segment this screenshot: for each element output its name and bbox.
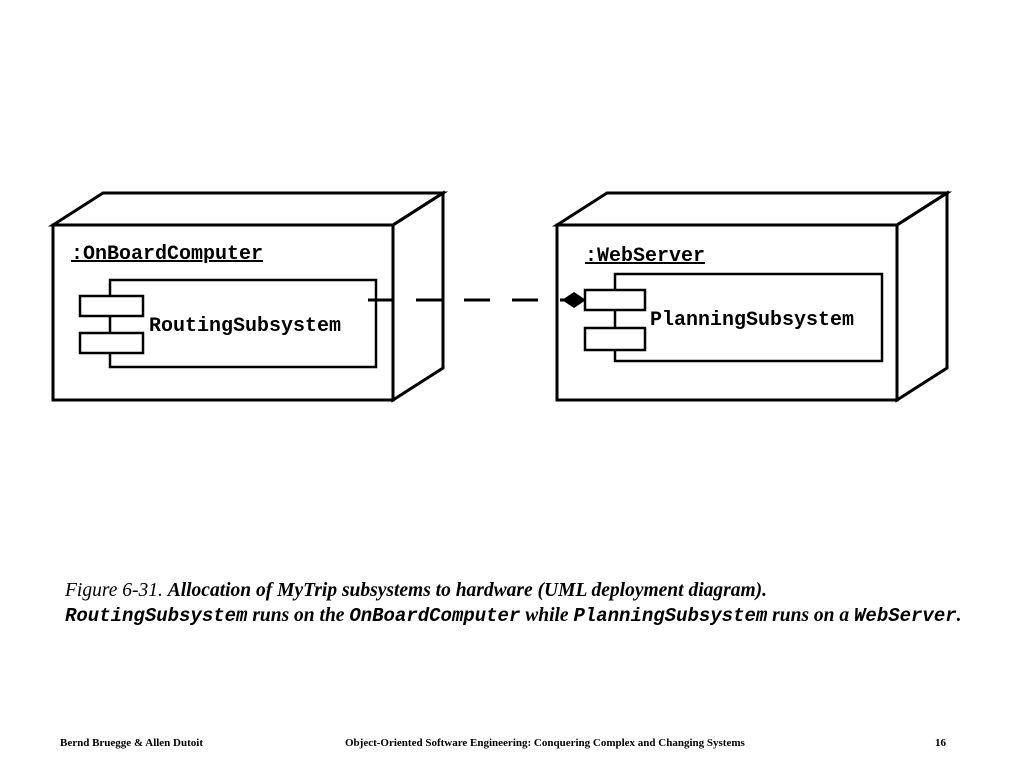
component-routing-label: RoutingSubsystem [149, 315, 341, 338]
caption-text-4: . [956, 605, 962, 626]
component-planning-label: PlanningSubsystem [650, 309, 854, 332]
node-webserver-top-face [551, 191, 953, 227]
caption-text-2: while [520, 605, 574, 626]
component-planning [583, 272, 884, 363]
component-planning-port-top [583, 288, 647, 312]
deployment-diagram: :OnBoardComputer RoutingSubsystem :WebSe… [47, 190, 953, 403]
node-onboard-side-face [391, 190, 445, 403]
figure-caption: Figure 6-31. Allocation of MyTrip subsys… [65, 578, 965, 629]
node-webserver-label: :WebServer [585, 245, 705, 268]
component-planning-port-bottom [583, 326, 647, 352]
component-routing-port-top [78, 294, 145, 318]
caption-planning: PlanningSubsystem [573, 605, 768, 627]
node-onboard-label: :OnBoardComputer [71, 243, 263, 266]
component-routing-body [108, 278, 378, 369]
node-web-server [551, 190, 953, 403]
caption-title: Allocation of MyTrip subsystems to hardw… [167, 580, 767, 601]
component-routing-port-bottom [78, 331, 145, 355]
caption-text-3: runs on a [767, 605, 855, 626]
component-routing [78, 278, 378, 369]
node-onboard-top-face [47, 191, 449, 227]
node-onboard-computer [47, 190, 449, 403]
footer-book-title: Object-Oriented Software Engineering: Co… [345, 737, 745, 749]
caption-onboard: OnBoardComputer [349, 605, 521, 627]
component-planning-body [613, 272, 884, 363]
caption-figure-number: Figure 6-31. [65, 580, 163, 601]
node-webserver-side-face [895, 190, 949, 403]
dependency-arrowhead-icon [562, 292, 586, 308]
caption-webserver: WebServer [854, 605, 957, 627]
footer-authors: Bernd Bruegge & Allen Dutoit [60, 737, 203, 749]
footer-page-number: 16 [935, 737, 946, 749]
caption-routing: RoutingSubsystem [65, 605, 248, 627]
caption-text-1: runs on the [247, 605, 350, 626]
